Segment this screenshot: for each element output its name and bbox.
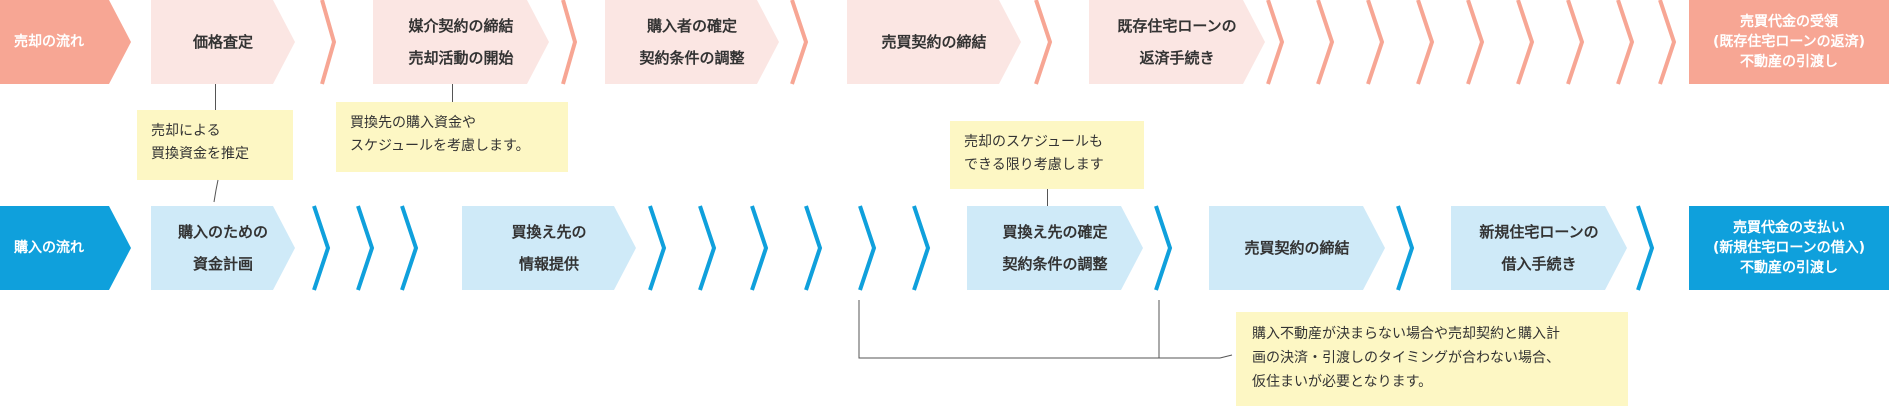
- buy-flow-label-text: 購入の流れ: [14, 240, 84, 256]
- sell-step-price-appraisal: 価格査定: [151, 0, 295, 84]
- buy-step-line: 新規住宅ローンの: [1479, 223, 1599, 241]
- note-line: 売却による: [151, 123, 221, 139]
- buy-final-line: 不動産の引渡し: [1740, 260, 1838, 276]
- sell-step-line: 売却活動の開始: [408, 49, 514, 67]
- sell-step-line: 契約条件の調整: [639, 49, 745, 67]
- chevron-right-icon: [1396, 205, 1415, 291]
- buy-step-line: 借入手続き: [1501, 255, 1577, 273]
- chevron-right-icon: [1616, 0, 1635, 85]
- buy-chevrons: [312, 205, 1655, 291]
- sell-step-line: 価格査定: [192, 33, 253, 51]
- buy-final-step: 売買代金の支払い (新規住宅ローンの借入) 不動産の引渡し: [1689, 206, 1889, 290]
- note-purchase-funds: 買換先の購入資金や スケジュールを考慮します。: [336, 102, 568, 172]
- sell-chevrons: [320, 0, 1677, 85]
- sell-step-line: 返済手続き: [1139, 49, 1215, 67]
- chevron-right-icon: [1366, 0, 1385, 85]
- note-line: 売却のスケジュールも: [964, 134, 1104, 150]
- sell-step-line: 媒介契約の締結: [408, 17, 514, 35]
- chevron-right-icon: [561, 0, 578, 85]
- chevron-right-icon: [312, 205, 331, 291]
- sell-step-loan-repayment: 既存住宅ローンの 返済手続き: [1089, 0, 1265, 84]
- chevron-right-icon: [858, 205, 877, 291]
- note-line: 仮住まいが必要となります。: [1252, 374, 1433, 390]
- note-line: 画の決済・引渡しのタイミングが合わない場合、: [1252, 350, 1560, 366]
- note-sell-funds: 売却による 買換資金を推定: [137, 110, 293, 180]
- sell-final-line: (既存住宅ローンの返済): [1712, 34, 1866, 50]
- chevron-right-icon: [1316, 0, 1335, 85]
- sell-final-step: 売買代金の受領 (既存住宅ローンの返済) 不動産の引渡し: [1689, 0, 1889, 84]
- buy-step-new-loan: 新規住宅ローンの 借入手続き: [1451, 206, 1627, 290]
- sell-flow-label-text: 売却の流れ: [14, 34, 84, 50]
- note-line: できる限り考慮します: [964, 157, 1104, 173]
- buy-final-line: 売買代金の支払い: [1733, 220, 1845, 236]
- buy-step-line: 売買契約の締結: [1244, 239, 1350, 257]
- chevron-right-icon: [912, 205, 931, 291]
- buy-step-line: 情報提供: [518, 255, 579, 273]
- sell-step-line: 売買契約の締結: [881, 33, 987, 51]
- chevron-right-icon: [1566, 0, 1585, 85]
- chevron-right-icon: [1034, 0, 1053, 85]
- sell-flow-label: 売却の流れ: [0, 0, 131, 84]
- chevron-right-icon: [1658, 0, 1677, 85]
- buy-step-property-confirmation: 買換え先の確定 契約条件の調整: [967, 206, 1143, 290]
- buy-step-line: 買換え先の確定: [1002, 223, 1108, 241]
- sell-final-line: 売買代金の受領: [1740, 14, 1838, 30]
- note-temporary-housing: 購入不動産が決まらない場合や売却契約と購入計 画の決済・引渡しのタイミングが合わ…: [1236, 312, 1628, 406]
- chevron-right-icon: [356, 205, 375, 291]
- buy-step-line: 買換え先の: [511, 223, 587, 241]
- sell-step-sales-contract: 売買契約の締結: [847, 0, 1021, 84]
- note-line: 買換先の購入資金や: [350, 115, 476, 131]
- sell-step-brokerage-contract: 媒介契約の締結 売却活動の開始: [373, 0, 549, 84]
- chevron-right-icon: [804, 205, 823, 291]
- note-sell-schedule: 売却のスケジュールも できる限り考慮します: [950, 121, 1144, 189]
- buy-step-line: 資金計画: [192, 255, 253, 273]
- connector-line: [1047, 189, 1048, 206]
- sell-final-line: 不動産の引渡し: [1740, 54, 1838, 70]
- chevron-right-icon: [750, 205, 769, 291]
- note-line: 購入不動産が決まらない場合や売却契約と購入計: [1252, 326, 1560, 342]
- buy-flow-label: 購入の流れ: [0, 206, 131, 290]
- chevron-right-icon: [790, 0, 809, 85]
- chevron-right-icon: [698, 205, 717, 291]
- chevron-right-icon: [400, 205, 419, 291]
- chevron-right-icon: [1636, 205, 1655, 291]
- chevron-right-icon: [1516, 0, 1535, 85]
- chevron-right-icon: [1416, 0, 1435, 85]
- note-pointer: [213, 179, 219, 203]
- buy-step-sales-contract: 売買契約の締結: [1209, 206, 1385, 290]
- chevron-right-icon: [648, 205, 667, 291]
- connector-line: [452, 84, 453, 102]
- buy-step-funding-plan: 購入のための 資金計画: [151, 206, 295, 290]
- chevron-right-icon: [320, 0, 337, 85]
- note-line: スケジュールを考慮します。: [350, 138, 530, 154]
- buy-step-property-info: 買換え先の 情報提供: [462, 206, 636, 290]
- chevron-right-icon: [1266, 0, 1285, 85]
- buy-step-line: 契約条件の調整: [1002, 255, 1108, 273]
- chevron-right-icon: [1154, 205, 1173, 291]
- buy-step-line: 購入のための: [177, 223, 268, 241]
- note-line: 買換資金を推定: [151, 146, 249, 162]
- sell-step-line: 既存住宅ローンの: [1117, 17, 1237, 35]
- connector-line: [215, 84, 216, 110]
- chevron-right-icon: [1466, 0, 1485, 85]
- sell-step-line: 購入者の確定: [646, 17, 737, 35]
- sell-step-buyer-confirmation: 購入者の確定 契約条件の調整: [605, 0, 779, 84]
- buy-final-line: (新規住宅ローンの借入): [1712, 240, 1866, 256]
